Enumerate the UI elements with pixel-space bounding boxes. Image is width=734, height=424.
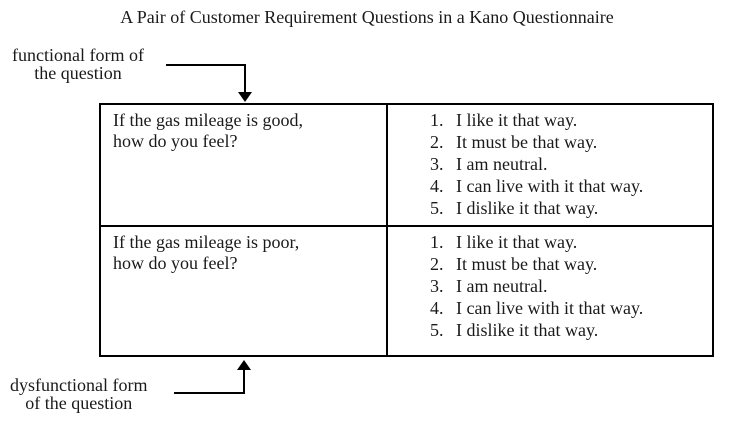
option-text: I am neutral. [456, 276, 548, 296]
option-number: 2. [430, 132, 444, 152]
option-item: 3. I am neutral. [430, 153, 708, 175]
option-item: 1. I like it that way. [430, 109, 708, 131]
option-item: 4. I can live with it that way. [430, 175, 708, 197]
option-text: I am neutral. [456, 154, 548, 174]
functional-form-label: functional form of the question [12, 46, 144, 82]
option-number: 1. [430, 110, 444, 130]
dysfunctional-form-label-line1: dysfunctional form [10, 375, 148, 395]
option-item: 1. I like it that way. [430, 231, 708, 253]
dysfunctional-question-cell: If the gas mileage is poor, how do you f… [101, 227, 388, 355]
option-item: 2. It must be that way. [430, 253, 708, 275]
dysfunctional-question-line2: how do you feel? [113, 253, 238, 273]
functional-connector-horizontal-line [166, 64, 246, 66]
dysfunctional-form-label: dysfunctional form of the question [10, 376, 147, 412]
option-number: 4. [430, 298, 444, 318]
option-number: 2. [430, 254, 444, 274]
dysfunctional-options-cell: 1. I like it that way. 2. It must be that … [388, 227, 712, 355]
option-number: 1. [430, 232, 444, 252]
functional-form-label-line2: the question [34, 63, 122, 83]
option-text: I dislike it that way. [456, 320, 599, 340]
option-text: I like it that way. [456, 232, 578, 252]
option-text: It must be that way. [456, 132, 598, 152]
page-title: A Pair of Customer Requirement Questions… [120, 7, 614, 27]
option-text: I can live with it that way. [456, 176, 644, 196]
option-number: 3. [430, 154, 444, 174]
arrow-up-icon [237, 360, 251, 370]
option-number: 3. [430, 276, 444, 296]
option-item: 4. I can live with it that way. [430, 297, 708, 319]
dysfunctional-question-line1: If the gas mileage is poor, [113, 232, 300, 252]
functional-question-line2: how do you feel? [113, 131, 238, 151]
option-text: I can live with it that way. [456, 298, 644, 318]
option-number: 4. [430, 176, 444, 196]
dysfunctional-connector-vertical-line [243, 369, 245, 394]
functional-connector-vertical-line [244, 64, 246, 93]
dysfunctional-connector-horizontal-line [174, 392, 245, 394]
option-text: I like it that way. [456, 110, 578, 130]
dysfunctional-form-label-line2: of the question [25, 393, 133, 413]
option-item: 5. I dislike it that way. [430, 197, 708, 219]
option-item: 2. It must be that way. [430, 131, 708, 153]
arrow-down-icon [238, 92, 252, 102]
functional-question-line1: If the gas mileage is good, [113, 110, 303, 130]
option-number: 5. [430, 198, 444, 218]
option-item: 5. I dislike it that way. [430, 319, 708, 341]
functional-options-cell: 1. I like it that way. 2. It must be that … [388, 105, 712, 227]
kano-question-table: If the gas mileage is good, how do you f… [99, 103, 714, 357]
functional-question-cell: If the gas mileage is good, how do you f… [101, 105, 388, 227]
option-number: 5. [430, 320, 444, 340]
functional-form-label-line1: functional form of [12, 45, 144, 65]
option-item: 3. I am neutral. [430, 275, 708, 297]
option-text: It must be that way. [456, 254, 598, 274]
option-text: I dislike it that way. [456, 198, 599, 218]
